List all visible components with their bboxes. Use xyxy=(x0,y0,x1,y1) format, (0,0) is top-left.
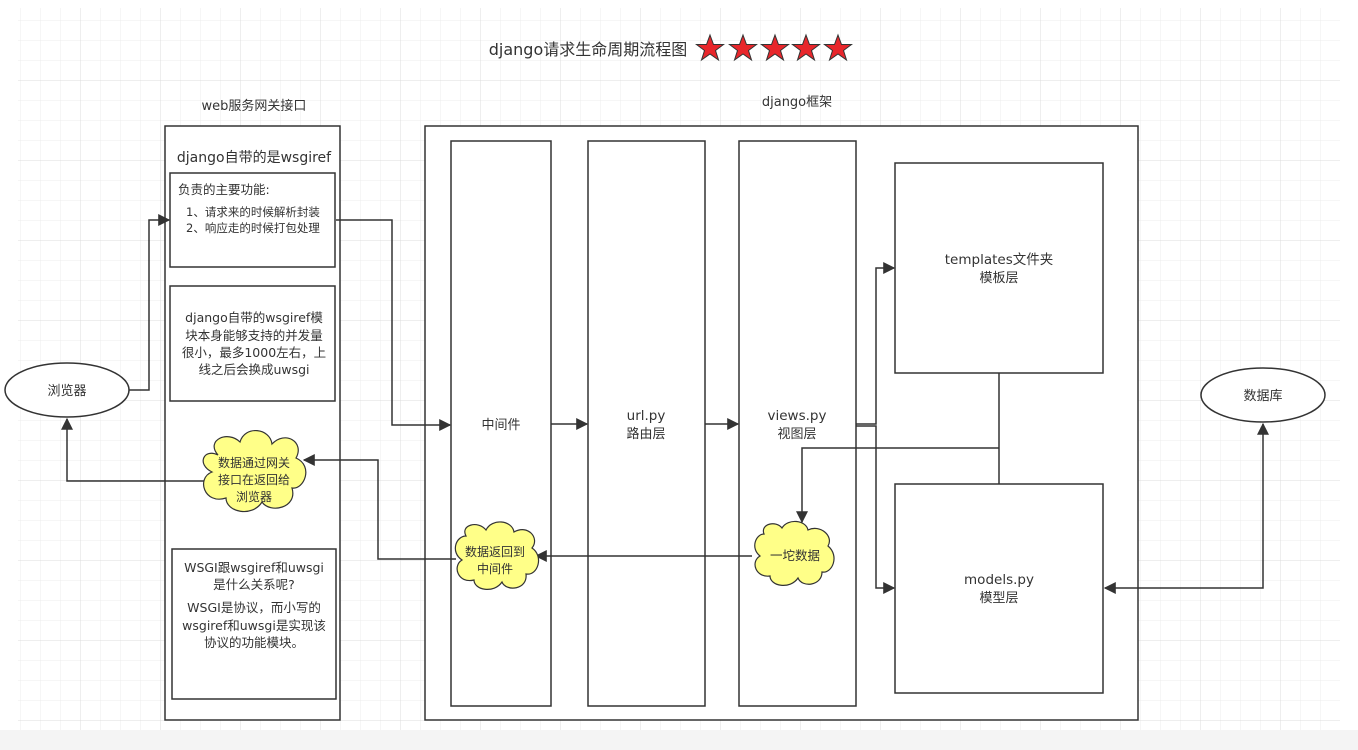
models-layer-box xyxy=(894,483,1104,694)
wsgi-answer-line: WSGI是协议，而小写的 xyxy=(187,600,321,615)
cloud-text-line: 中间件 xyxy=(477,561,513,576)
wsgi-relation-box xyxy=(171,548,337,700)
star-icon xyxy=(728,33,758,62)
views-layer-name: 视图层 xyxy=(777,427,816,442)
star-icon xyxy=(760,33,790,62)
star-icon xyxy=(695,33,725,62)
wsgi-answer-line: 协议的功能模块。 xyxy=(204,635,304,650)
url-layer-box xyxy=(587,140,706,707)
star-rating xyxy=(695,33,853,62)
models-layer-name: 模型层 xyxy=(979,591,1018,606)
request-arrow-browser-gateway xyxy=(129,214,171,391)
database-label: 数据库 xyxy=(1243,388,1282,404)
note-line: django自带的wsgiref模 xyxy=(185,310,323,325)
wsgi-answer-line: wsgiref和uwsgi是实现该 xyxy=(182,618,326,633)
templates-layer-name: 模板层 xyxy=(979,271,1018,286)
arrow-middleware-to-gateway xyxy=(302,454,456,560)
arrow-views-templates xyxy=(856,262,896,425)
cloud-text-line: 一坨数据 xyxy=(770,548,820,563)
wsgiref-note-box xyxy=(169,285,336,402)
cloud-text-line: 浏览器 xyxy=(236,489,272,504)
cloud-gateway-return: 数据通过网关 接口在返回给 浏览器 xyxy=(202,430,307,513)
note-line: 线之后会换成uwsgi xyxy=(198,362,309,377)
framework-label: django框架 xyxy=(762,95,832,110)
url-layer-file: url.py xyxy=(627,408,666,424)
arrow-models-database xyxy=(1103,422,1269,594)
note-line: 很小，最多1000左右，上 xyxy=(182,345,326,360)
connectors xyxy=(61,214,1269,594)
duties-box xyxy=(169,172,336,268)
arrow-views-models xyxy=(856,425,896,594)
arrow-gateway-to-browser xyxy=(61,417,205,482)
wsgi-question-line: WSGI跟wsgiref和uwsgi xyxy=(184,560,324,575)
duty-item: 1、请求来的时候解析封装 xyxy=(186,205,320,219)
cloud-text-line: 数据返回到 xyxy=(465,544,525,559)
wsgi-question-line: 是什么关系呢? xyxy=(213,577,295,592)
duties-title: 负责的主要功能: xyxy=(178,182,270,197)
database-node xyxy=(1200,367,1326,423)
url-layer-name: 路由层 xyxy=(626,426,665,442)
diagram-title: django请求生命周期流程图 xyxy=(489,40,688,59)
cloud-data-blob: 一坨数据 xyxy=(754,520,835,586)
cloud-text-line: 数据通过网关 xyxy=(218,455,290,470)
duty-item: 2、响应走的时候打包处理 xyxy=(186,221,320,235)
cloud-text-line: 接口在返回给 xyxy=(218,472,290,487)
gateway-subtitle: django自带的是wsgiref xyxy=(177,150,332,166)
bottom-margin xyxy=(0,730,1358,750)
templates-layer-box xyxy=(894,162,1104,374)
star-icon xyxy=(823,33,853,62)
models-layer-file: models.py xyxy=(964,572,1034,588)
gateway-label: web服务网关接口 xyxy=(202,98,307,114)
cloud-middleware-return: 数据返回到 中间件 xyxy=(454,521,540,590)
note-line: 块本身能够支持的并发量 xyxy=(185,328,323,343)
arrow-data-to-views xyxy=(796,447,999,524)
request-arrow-gateway-middleware xyxy=(336,219,452,431)
star-icon xyxy=(791,33,821,62)
middleware-label: 中间件 xyxy=(481,418,520,433)
templates-layer-folder: templates文件夹 xyxy=(945,252,1053,268)
browser-label: 浏览器 xyxy=(47,383,86,399)
views-layer-file: views.py xyxy=(768,408,827,424)
